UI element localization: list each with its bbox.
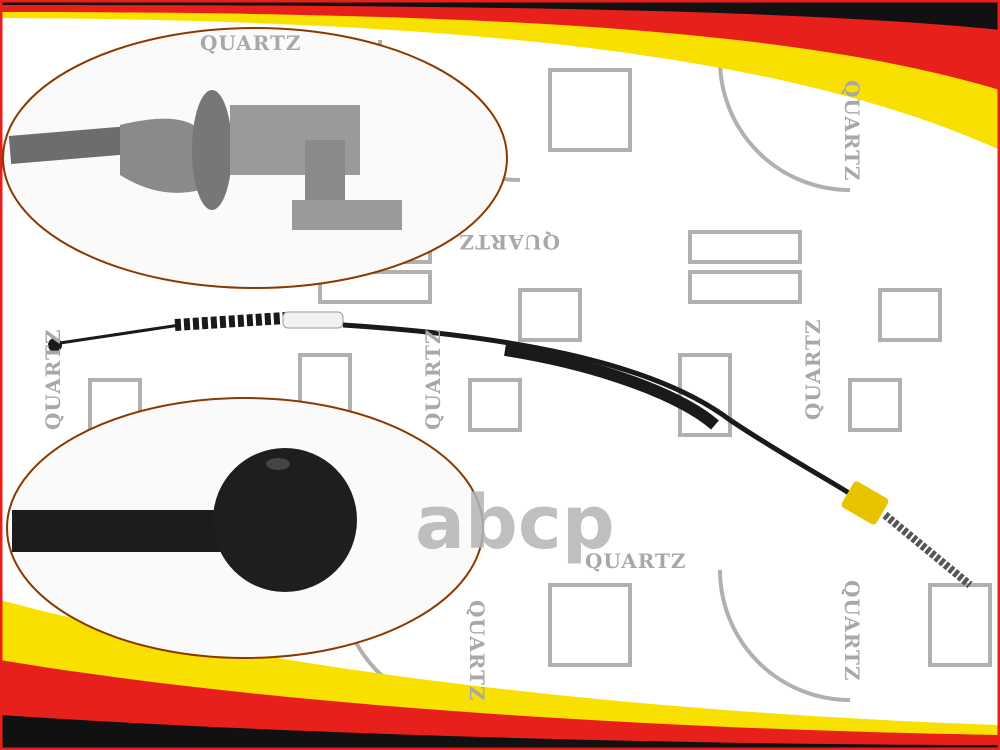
detail-oval-ball-end [6, 397, 484, 659]
quartz-watermark: QUARTZ [801, 318, 825, 420]
detail-oval-end-fitting [2, 27, 508, 289]
abcp-watermark-logo: abcp [415, 480, 615, 566]
quartz-watermark: QUARTZ [840, 580, 864, 682]
watermark-text-layer: abcp QUARTZ QUARTZ QUARTZ QUARTZ QUARTZ … [41, 31, 864, 702]
quartz-watermark: QUARTZ [465, 600, 489, 702]
quartz-watermark: QUARTZ [585, 549, 687, 573]
quartz-watermark: QUARTZ [200, 31, 302, 55]
quartz-watermark: QUARTZ [840, 80, 864, 182]
quartz-watermark: QUARTZ [421, 328, 445, 430]
parking-brake-cable [48, 311, 973, 589]
quartz-watermark: QUARTZ [41, 328, 65, 430]
quartz-watermark: QUARTZ [458, 230, 560, 254]
